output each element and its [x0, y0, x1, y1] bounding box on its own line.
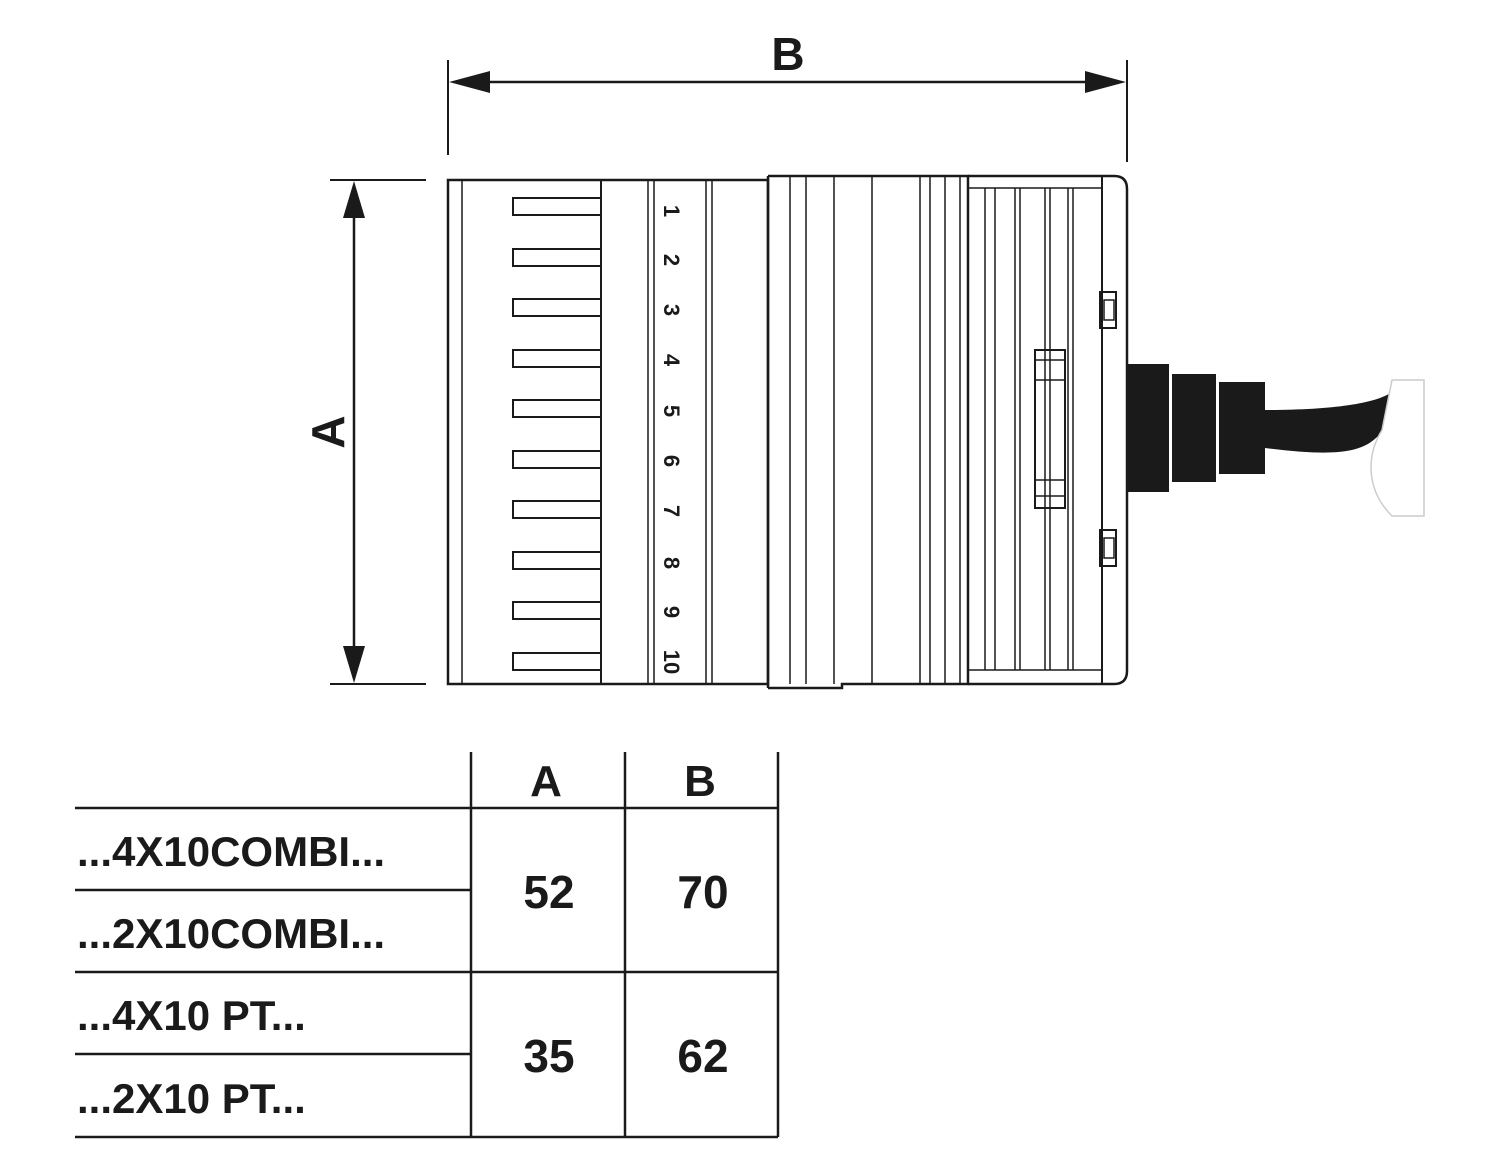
table-value-a: 35 — [523, 1030, 574, 1082]
position-number: 5 — [659, 405, 684, 417]
dimension-b: B — [447, 28, 1128, 162]
cable-gland — [1127, 364, 1265, 492]
dimension-table: A B ...4X10COMBI... ...2X10COMBI... ...4… — [75, 752, 780, 1139]
table-row-label: ...4X10COMBI... — [77, 828, 385, 875]
table-row-label: ...2X10 PT... — [77, 1075, 306, 1122]
cable — [1265, 379, 1425, 517]
table-value-b: 62 — [677, 1030, 728, 1082]
table-header-b: B — [684, 757, 716, 806]
device-body: 1 2 3 4 5 6 7 8 9 10 — [446, 174, 1129, 690]
position-number: 2 — [659, 254, 684, 266]
terminal-slots — [512, 197, 602, 671]
dimension-b-label: B — [771, 28, 804, 80]
table-row-label: ...2X10COMBI... — [77, 910, 385, 957]
table-header-a: A — [530, 757, 562, 806]
table-value-a: 52 — [523, 866, 574, 918]
position-number: 6 — [659, 455, 684, 467]
dimension-a: A — [302, 179, 426, 685]
position-numbers: 1 2 3 4 5 6 7 8 9 10 — [659, 205, 684, 674]
position-number: 4 — [659, 354, 684, 367]
position-number: 9 — [659, 606, 684, 618]
position-number: 10 — [659, 650, 684, 674]
position-number: 1 — [659, 205, 684, 217]
dimension-a-label: A — [302, 415, 354, 448]
table-value-b: 70 — [677, 866, 728, 918]
position-number: 8 — [659, 557, 684, 569]
position-number: 3 — [659, 304, 684, 316]
table-row-label: ...4X10 PT... — [77, 992, 306, 1039]
position-number: 7 — [659, 505, 684, 517]
